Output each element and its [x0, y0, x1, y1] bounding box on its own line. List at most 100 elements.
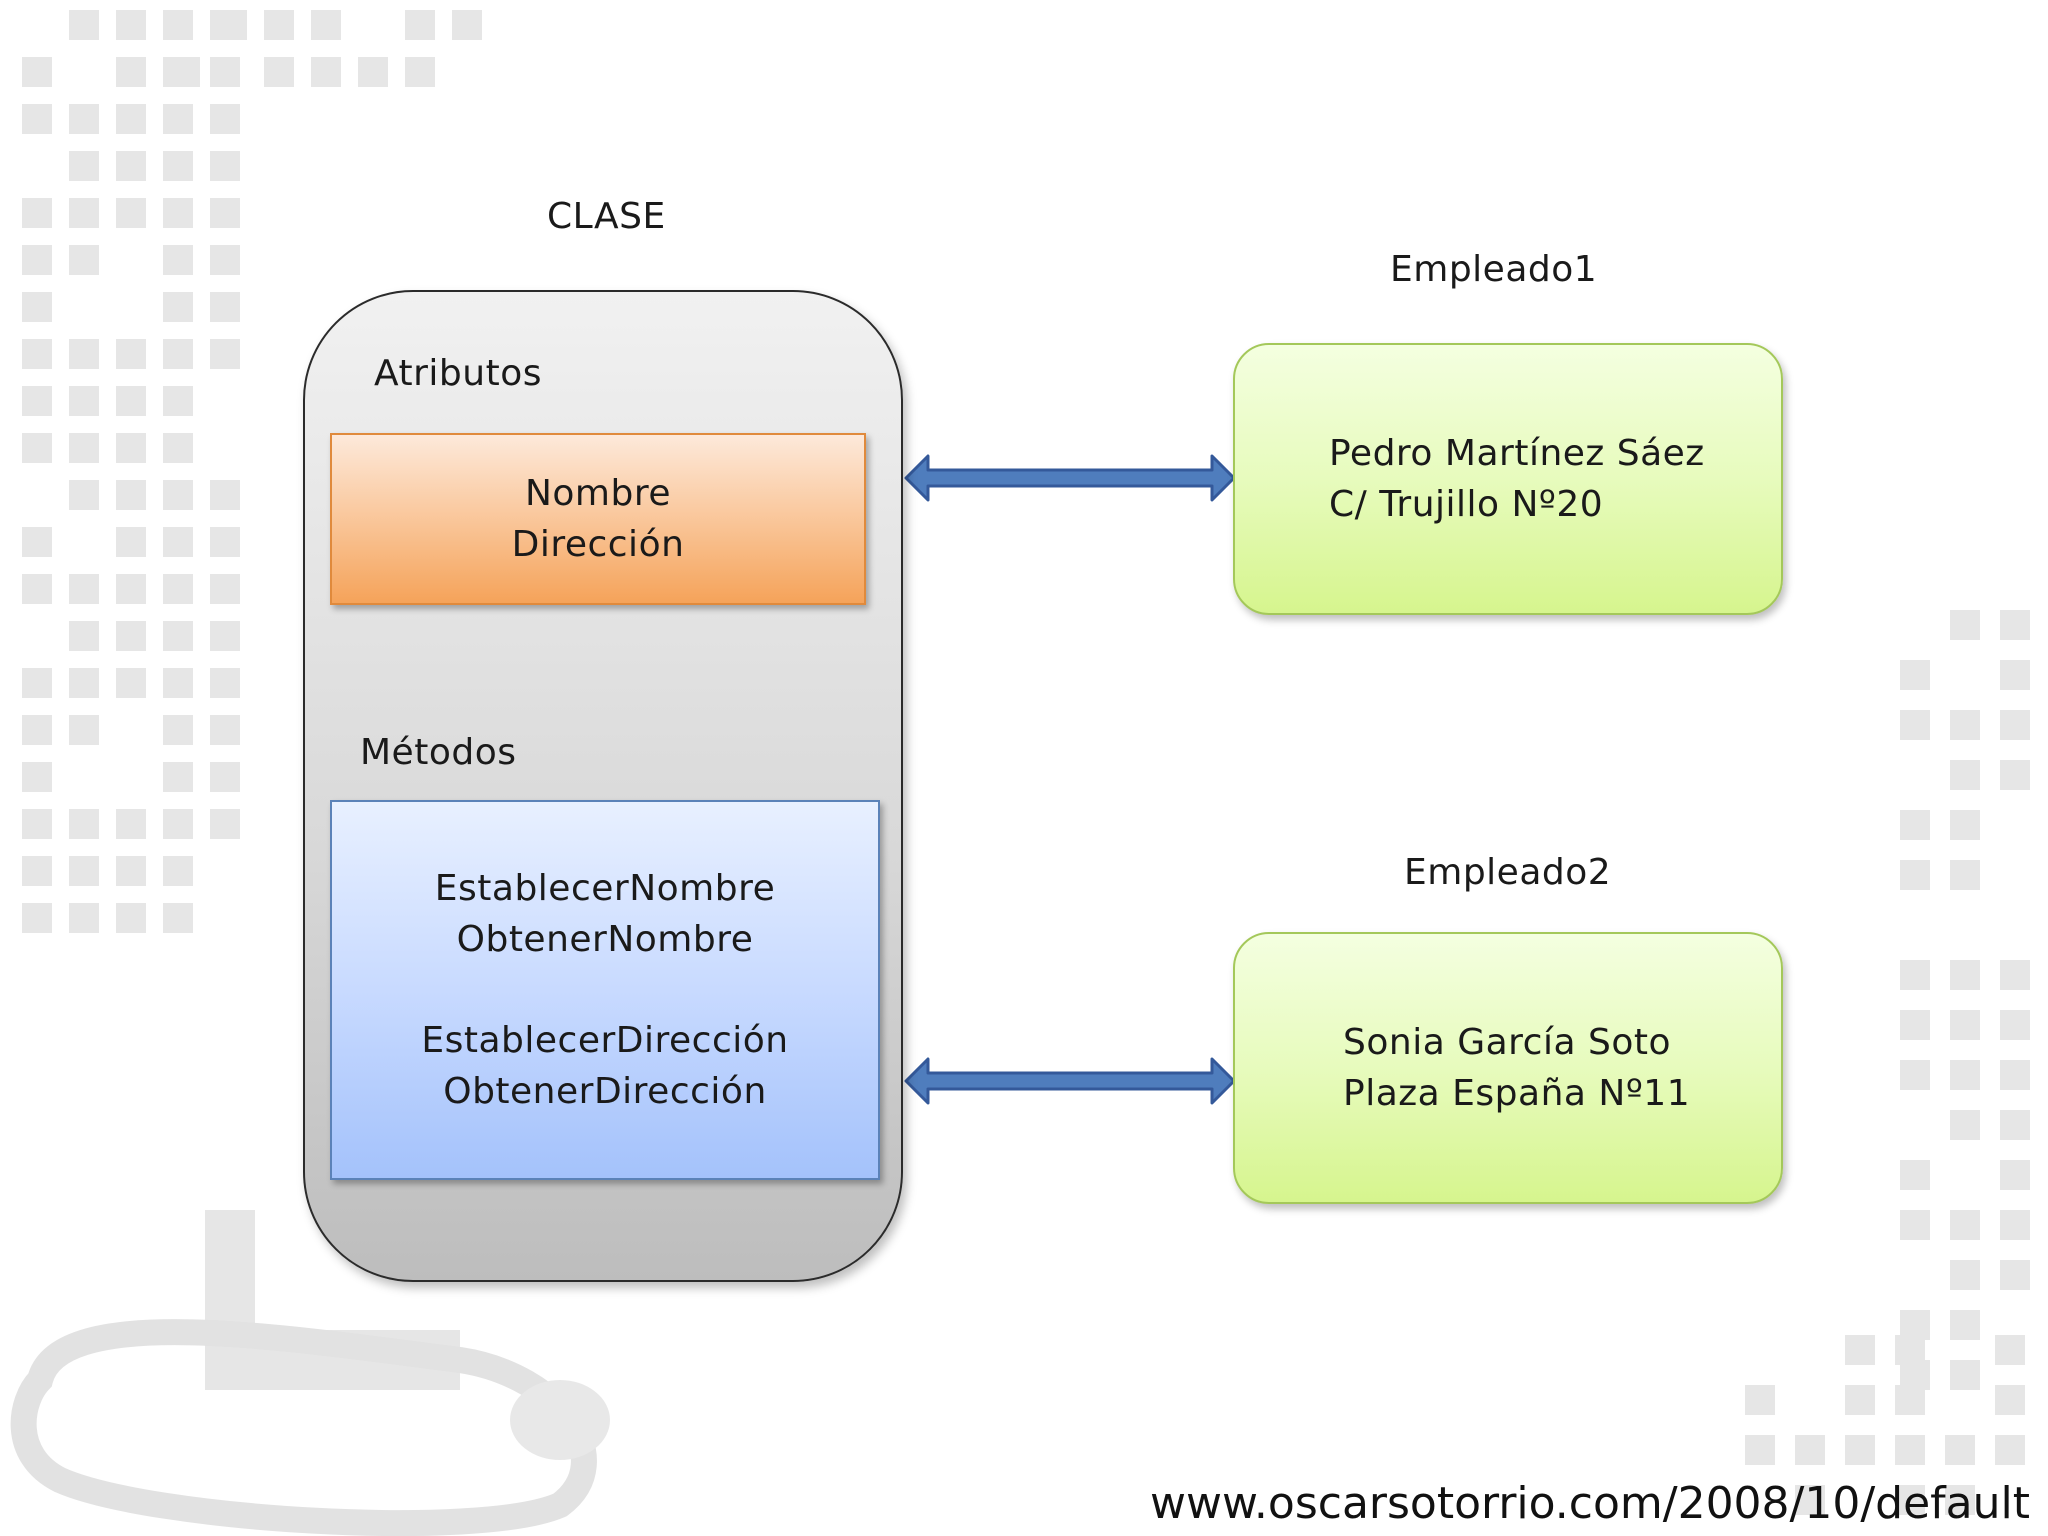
pixel-tile	[170, 57, 200, 87]
pixel-tile	[116, 151, 146, 181]
pixel-tile	[1745, 1385, 1775, 1415]
pixel-tile	[1995, 1435, 2025, 1465]
pixel-tile	[116, 57, 146, 87]
pixel-tile	[22, 809, 52, 839]
pixel-tile	[69, 198, 99, 228]
employee2-address: Plaza España Nº11	[1343, 1073, 1691, 1114]
methods-box: EstablecerNombre ObtenerNombre Establece…	[330, 800, 880, 1180]
pixel-tile	[116, 621, 146, 651]
pixel-tile	[210, 245, 240, 275]
pixel-tile	[116, 339, 146, 369]
pixel-tile	[22, 903, 52, 933]
attributes-box: Nombre Dirección	[330, 433, 866, 605]
pixel-tile	[217, 10, 247, 40]
pixel-tile	[210, 668, 240, 698]
pixel-tile	[1845, 1335, 1875, 1365]
pixel-tile	[1950, 710, 1980, 740]
pixel-tile	[1900, 810, 1930, 840]
pixel-tile	[116, 198, 146, 228]
pixel-tile	[22, 339, 52, 369]
pixel-tile	[22, 527, 52, 557]
class-title: CLASE	[547, 196, 666, 237]
pixel-tile	[163, 433, 193, 463]
method-item: EstablecerDirección	[421, 1020, 789, 1061]
pixel-tile	[1950, 610, 1980, 640]
method-item: ObtenerNombre	[456, 919, 754, 960]
pixel-tile	[163, 715, 193, 745]
pixel-tile	[210, 198, 240, 228]
pixel-tile	[210, 57, 240, 87]
pixel-tile	[69, 10, 99, 40]
pixel-tile	[1895, 1485, 1925, 1515]
pixel-tile	[2000, 1110, 2030, 1140]
pixel-tile	[2000, 1010, 2030, 1040]
pixel-tile	[210, 480, 240, 510]
pixel-tile	[163, 621, 193, 651]
pixel-tile	[210, 762, 240, 792]
pixel-tile	[1795, 1435, 1825, 1465]
employee2-box: Sonia García Soto Plaza España Nº11	[1233, 932, 1783, 1204]
pixel-tile	[1950, 1110, 1980, 1140]
pixel-tile	[22, 245, 52, 275]
pixel-tile	[264, 57, 294, 87]
pixel-tile	[311, 10, 341, 40]
pixel-tile	[69, 339, 99, 369]
pixel-tile	[405, 10, 435, 40]
pixel-tile	[116, 903, 146, 933]
pixel-tile	[2000, 610, 2030, 640]
pixel-tile	[1900, 860, 1930, 890]
pixel-tile	[210, 574, 240, 604]
pixel-tile	[69, 621, 99, 651]
pixel-tile	[264, 10, 294, 40]
pixel-tile	[22, 198, 52, 228]
pixel-tile	[1745, 1435, 1775, 1465]
employee1-box: Pedro Martínez Sáez C/ Trujillo Nº20	[1233, 343, 1783, 615]
pixel-tile	[69, 715, 99, 745]
pixel-tile	[69, 104, 99, 134]
pixel-tile	[1895, 1435, 1925, 1465]
pixel-tile	[1795, 1485, 1825, 1515]
pixel-tile	[210, 715, 240, 745]
computer-watermark-icon	[10, 1210, 610, 1536]
pixel-tile	[163, 856, 193, 886]
attribute-item: Dirección	[511, 524, 685, 565]
pixel-tile	[2000, 1160, 2030, 1190]
method-item: ObtenerDirección	[443, 1071, 767, 1112]
pixel-tile	[2000, 960, 2030, 990]
pixel-tile	[163, 574, 193, 604]
employee2-name: Sonia García Soto	[1343, 1022, 1671, 1063]
pixel-tile	[1950, 1060, 1980, 1090]
source-url: www.oscarsotorrio.com/2008/10/default	[1150, 1478, 2030, 1529]
pixel-tile	[1950, 1360, 1980, 1390]
pixel-tile	[163, 10, 193, 40]
pixel-tile	[1950, 1260, 1980, 1290]
pixel-tile	[210, 104, 240, 134]
pixel-tile	[452, 10, 482, 40]
pixel-tile	[69, 668, 99, 698]
pixel-tile	[1845, 1385, 1875, 1415]
pixel-tile	[163, 527, 193, 557]
pixel-tile	[69, 151, 99, 181]
pixel-tile	[22, 856, 52, 886]
pixel-tile	[1950, 810, 1980, 840]
pixel-tile	[116, 386, 146, 416]
pixel-tile	[210, 339, 240, 369]
pixel-tile	[1845, 1435, 1875, 1465]
pixel-tile	[2000, 1210, 2030, 1240]
pixel-tile	[163, 198, 193, 228]
attribute-item: Nombre	[524, 473, 672, 514]
employee1-address: C/ Trujillo Nº20	[1329, 484, 1604, 525]
pixel-tile	[2000, 710, 2030, 740]
pixel-tile	[163, 151, 193, 181]
pixel-tile	[1950, 1210, 1980, 1240]
pixel-tile	[358, 57, 388, 87]
pixel-tile	[1945, 1435, 1975, 1465]
pixel-tile	[2000, 760, 2030, 790]
methods-heading: Métodos	[360, 732, 517, 773]
pixel-tile	[1900, 1210, 1930, 1240]
pixel-tile	[2000, 1260, 2030, 1290]
pixel-tile	[163, 292, 193, 322]
pixel-tile	[22, 292, 52, 322]
pixel-tile	[1950, 1310, 1980, 1340]
